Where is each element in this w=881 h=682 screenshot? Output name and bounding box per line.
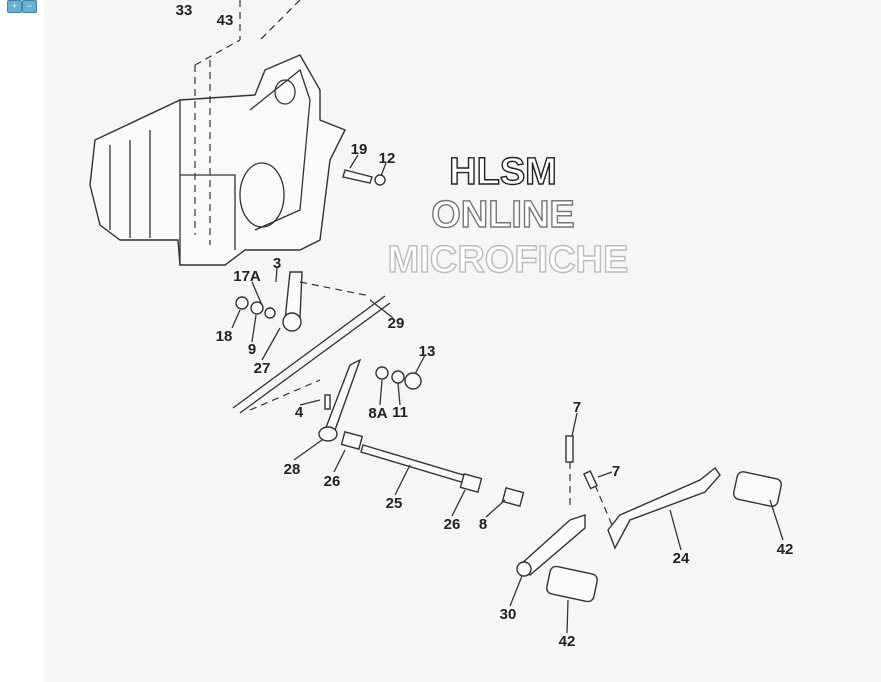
callout-3[interactable]: 3: [273, 255, 281, 272]
callout-30[interactable]: 30: [500, 606, 517, 623]
callout-25[interactable]: 25: [386, 495, 403, 512]
callout-8[interactable]: 8: [479, 516, 487, 533]
watermark-microfiche: MICROFICHE: [388, 239, 629, 281]
callout-43[interactable]: 43: [217, 12, 234, 29]
callout-24[interactable]: 24: [673, 550, 690, 567]
callout-42[interactable]: 42: [777, 541, 794, 558]
callouts: 33 43 19 12 3 17A 18 9 29 27 13 4 8A 11 …: [176, 2, 794, 650]
callout-9[interactable]: 9: [248, 341, 256, 358]
callout-27[interactable]: 27: [254, 360, 271, 377]
callout-26[interactable]: 26: [444, 516, 461, 533]
transmission-case: [89, 0, 346, 266]
shift-linkage: [232, 169, 782, 603]
callout-13[interactable]: 13: [419, 343, 436, 360]
callout-12[interactable]: 12: [379, 150, 396, 167]
callout-28[interactable]: 28: [284, 461, 301, 478]
callout-42[interactable]: 42: [559, 633, 576, 650]
callout-26[interactable]: 26: [324, 473, 341, 490]
callout-29[interactable]: 29: [388, 315, 405, 332]
zoom-out-button[interactable]: −: [22, 0, 37, 13]
callout-11[interactable]: 11: [392, 404, 408, 421]
zoom-in-button[interactable]: +: [7, 0, 22, 13]
callout-7[interactable]: 7: [612, 463, 620, 480]
callout-7[interactable]: 7: [573, 399, 581, 416]
callout-4[interactable]: 4: [295, 404, 304, 421]
leader-lines: [231, 154, 784, 634]
watermark: HLSM ONLINE MICROFICHE: [387, 150, 629, 281]
callout-19[interactable]: 19: [351, 141, 368, 158]
callout-17a[interactable]: 17A: [233, 268, 261, 285]
watermark-hlsm: HLSM: [449, 151, 557, 193]
callout-33[interactable]: 33: [176, 2, 193, 19]
callout-18[interactable]: 18: [216, 328, 233, 345]
callout-8a[interactable]: 8A: [368, 405, 387, 422]
watermark-online: ONLINE: [431, 194, 575, 236]
